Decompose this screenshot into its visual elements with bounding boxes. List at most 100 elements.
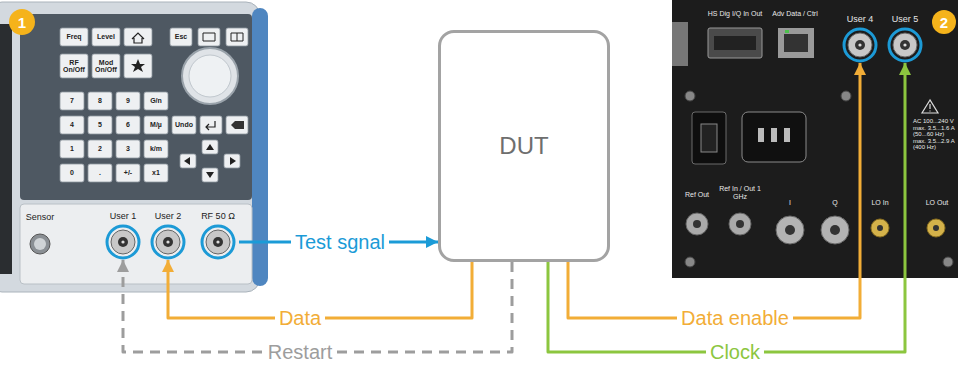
key [92, 28, 120, 46]
key-label: RF On/Off [60, 54, 88, 78]
port-name: LO Out [920, 198, 954, 208]
key [92, 54, 120, 78]
key [198, 28, 220, 46]
bnc-connector [821, 216, 849, 244]
arrow-head [899, 63, 911, 75]
signal-label: Test sgnal [291, 231, 389, 254]
key-label: Level [92, 28, 120, 46]
key-label: Mod On/Off [92, 54, 120, 78]
arrow-head [117, 260, 129, 272]
key [116, 92, 140, 110]
screw [841, 91, 851, 101]
port-label: User 2 [155, 211, 182, 222]
rotary-knob-cap [189, 55, 231, 97]
sma-connector [871, 219, 889, 237]
key [144, 140, 168, 158]
signal-connector [117, 260, 512, 352]
connector-pin [166, 240, 169, 243]
box-label: DUT [499, 132, 548, 160]
port-led [785, 30, 789, 33]
arrow-head [162, 260, 174, 272]
key-label: 9 [116, 92, 140, 110]
port-node: User 2 [147, 211, 189, 260]
rotary-knob [182, 48, 238, 104]
key [202, 140, 218, 154]
callout-circle [932, 10, 956, 34]
key-label: 6 [116, 116, 140, 134]
rear-panel [672, 0, 958, 278]
warning-mark [929, 104, 930, 112]
port-name: Sensor [18, 212, 62, 223]
star-icon [131, 59, 145, 72]
key [60, 54, 88, 78]
connector-pin [903, 43, 906, 46]
key-label: G/n [144, 92, 168, 110]
sma-connector [927, 219, 945, 237]
dut-box: DUT [438, 30, 610, 262]
connector-strip [20, 204, 252, 284]
key-label: 2 [88, 140, 112, 158]
power-socket [742, 112, 806, 162]
key [224, 154, 240, 168]
bnc-connector [887, 27, 923, 63]
port-node: User 4 [839, 14, 881, 63]
connector-body [893, 33, 917, 57]
screw [685, 91, 695, 101]
connector-pin [121, 240, 124, 243]
key-label: 7 [60, 92, 84, 110]
signal-label: Clock [706, 341, 764, 364]
key-label: 5 [88, 116, 112, 134]
bnc-connector-core [693, 220, 701, 228]
key-label: k/m [144, 140, 168, 158]
connector-body [206, 230, 230, 254]
connector-body [111, 230, 135, 254]
key-label: 3 [116, 140, 140, 158]
sensor-connector-core [34, 238, 46, 250]
callout-number: 2 [932, 14, 956, 30]
port-name: Q [825, 198, 845, 208]
connector-core [213, 237, 223, 247]
sma-connector-core [933, 225, 939, 231]
sensor-connector [30, 234, 50, 254]
bnc-connector [729, 213, 751, 235]
screw [685, 257, 695, 267]
port-label: User 5 [892, 14, 919, 25]
key-label: 0 [60, 164, 84, 182]
signal-label: Data [275, 307, 325, 330]
key-label: . [88, 164, 112, 182]
connector-pin [858, 43, 861, 46]
key-icon [203, 33, 215, 41]
bnc-connector [105, 224, 141, 260]
ethernet-port-slot [784, 34, 808, 52]
key [200, 116, 222, 134]
key [124, 28, 152, 46]
signal-connector [568, 63, 866, 318]
port-label: User 1 [110, 211, 137, 222]
key [144, 164, 168, 182]
socket-pin [758, 128, 764, 142]
arrow-head [854, 63, 866, 75]
key [226, 28, 248, 46]
enter-icon [206, 121, 215, 130]
key [88, 92, 112, 110]
ethernet-port [778, 28, 814, 58]
port-node: User 5 [884, 14, 926, 63]
key [88, 164, 112, 182]
arrow-icon [206, 172, 214, 178]
screw [943, 257, 953, 267]
display-edge [0, 24, 12, 274]
key [144, 116, 168, 134]
sma-connector-core [877, 225, 883, 231]
connector-core [163, 237, 173, 247]
port [672, 22, 688, 66]
port-name: Ref In / Out 1 GHz [718, 180, 762, 206]
socket-pin [771, 128, 777, 142]
key [180, 154, 196, 168]
bnc-connector [150, 224, 186, 260]
key-label: Undo [172, 116, 196, 134]
key [116, 164, 140, 182]
key [116, 140, 140, 158]
connector-body [156, 230, 180, 254]
callout-circle [9, 9, 35, 35]
key [88, 116, 112, 134]
